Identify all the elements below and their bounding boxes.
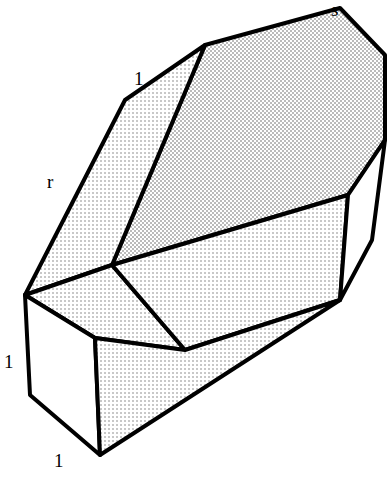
lower-long-face (95, 300, 340, 455)
front-face (25, 295, 100, 455)
edge-length-label: 1 (4, 352, 14, 371)
edge-length-label: r (47, 172, 53, 191)
edge-length-label: 1 (134, 69, 144, 88)
right-end-face (340, 140, 385, 300)
middle-long-face (112, 195, 348, 350)
edge-length-label: 1 (54, 451, 64, 470)
edge-length-label: s (331, 0, 338, 19)
